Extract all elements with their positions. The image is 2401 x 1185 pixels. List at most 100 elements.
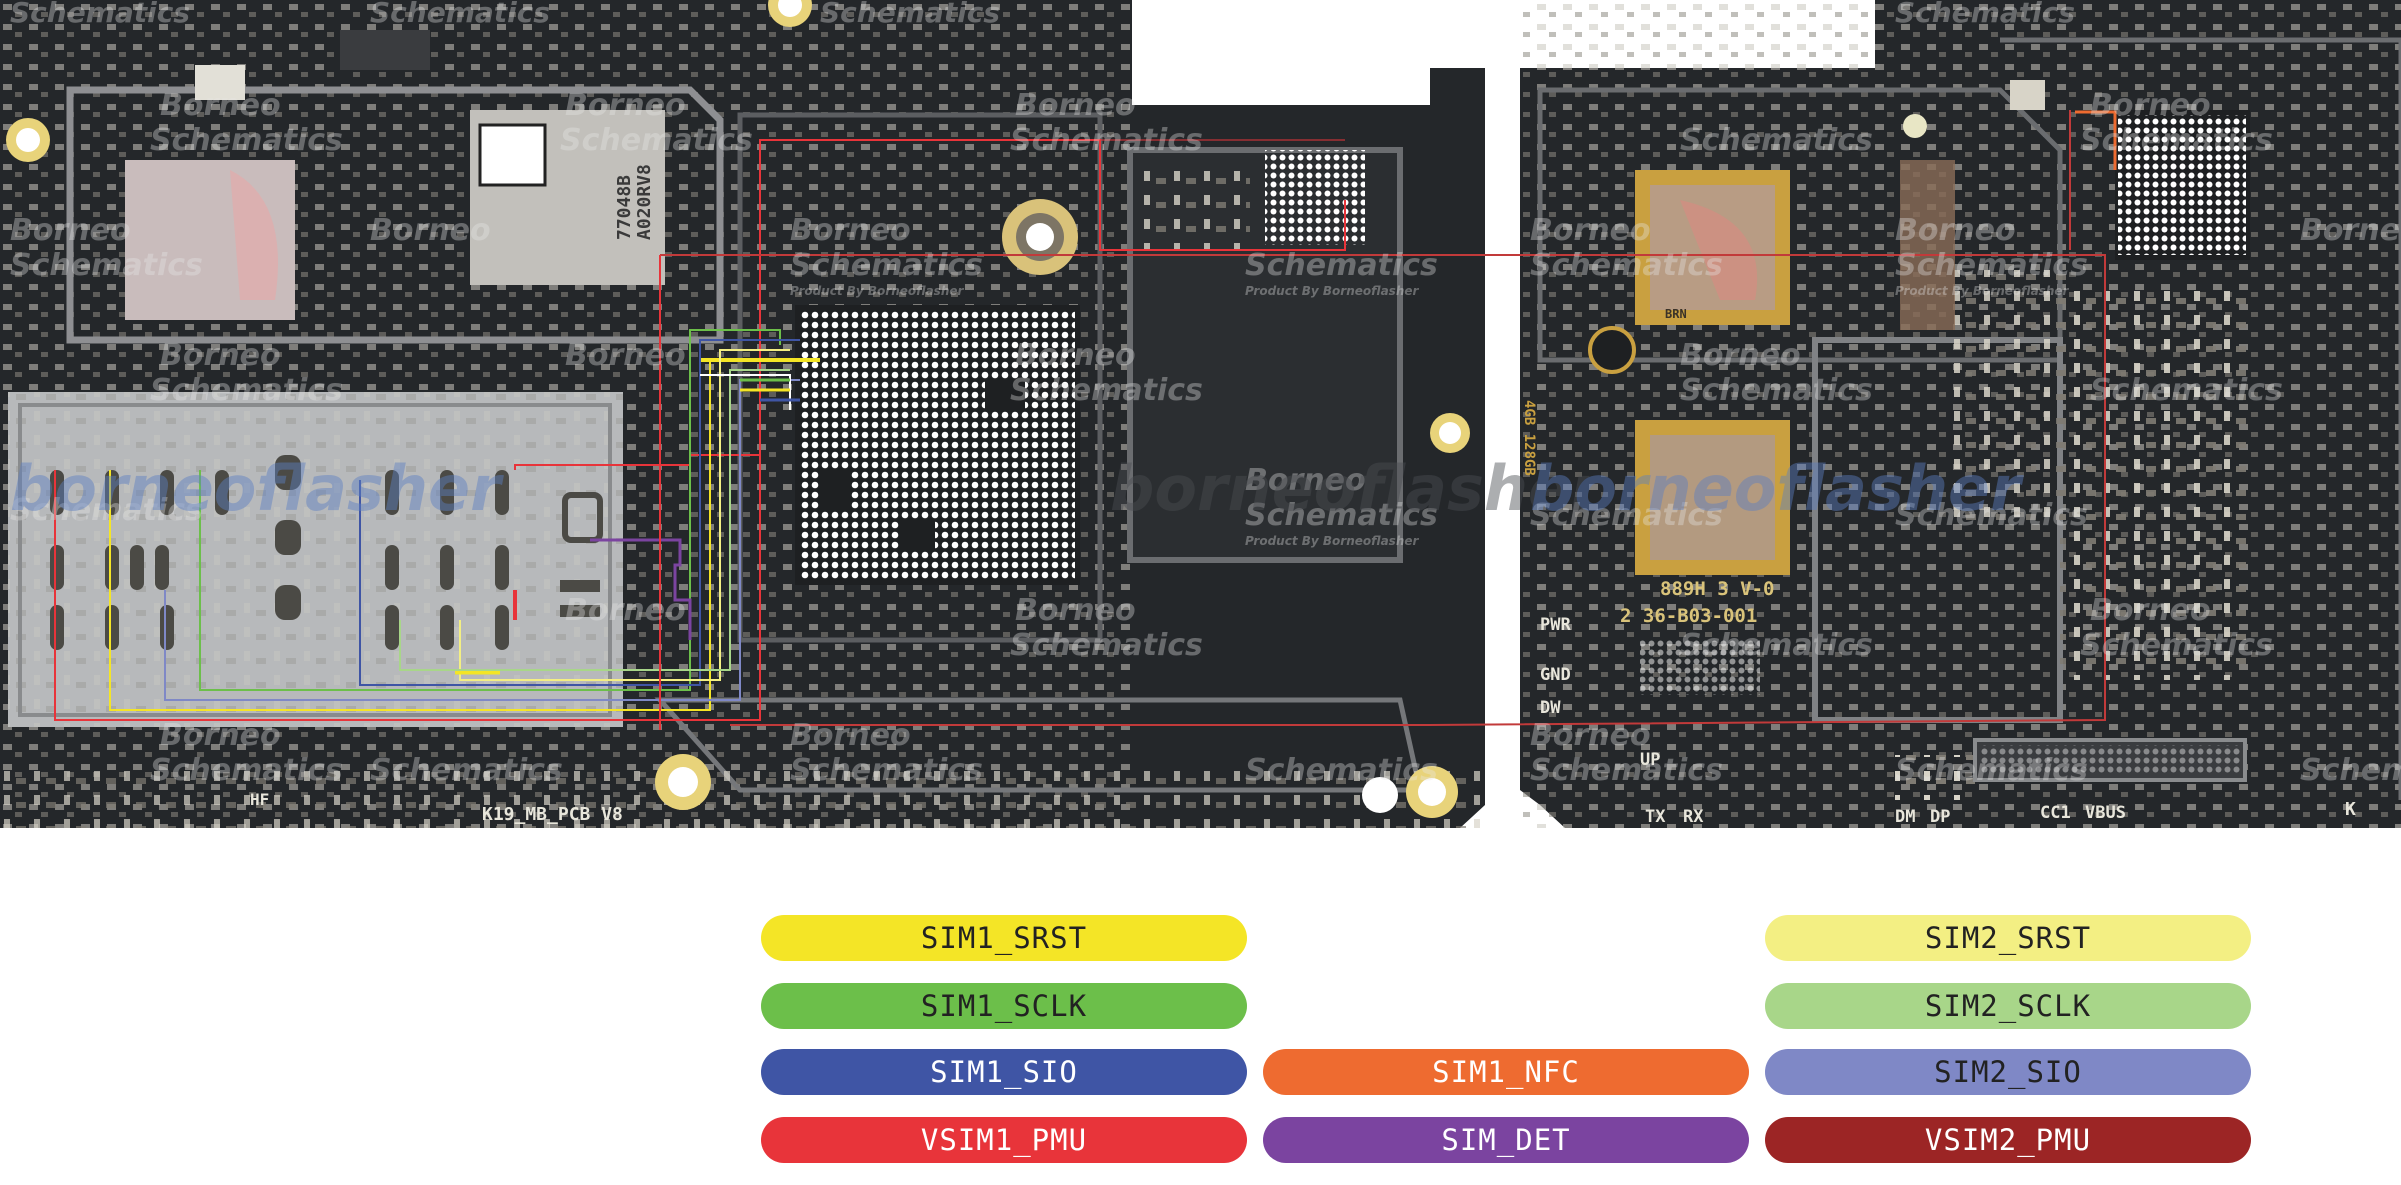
legend-sim2-srst: SIM2_SRST bbox=[1765, 915, 2251, 961]
soc-bga-chip bbox=[795, 305, 1080, 585]
svg-text:Schematics: Schematics bbox=[10, 493, 203, 528]
svg-text:Schematics: Schematics bbox=[150, 753, 343, 788]
svg-text:CC1: CC1 bbox=[2040, 803, 2071, 823]
svg-text:Borneo: Borneo bbox=[565, 593, 686, 628]
trace-vsim2-pmu bbox=[660, 254, 2106, 726]
svg-text:Schematics: Schematics bbox=[1010, 373, 1203, 408]
pcb-board-image: 77048B A020RV8 bbox=[0, 0, 2401, 828]
svg-text:77048B: 77048B bbox=[614, 175, 635, 240]
svg-text:Schematics: Schematics bbox=[1895, 498, 2088, 533]
legend-label: SIM2_SIO bbox=[1934, 1055, 2082, 1089]
svg-text:Schematics: Schematics bbox=[1895, 0, 2075, 29]
watermark-big: borneoflasher borneoflasher borneoflashe… bbox=[10, 452, 2024, 525]
svg-text:Schematics: Schematics bbox=[1245, 753, 1438, 788]
svg-text:Schematics: Schematics bbox=[1245, 248, 1438, 283]
svg-text:Schematics: Schematics bbox=[370, 0, 550, 29]
svg-text:Schematics: Schematics bbox=[1010, 123, 1203, 158]
legend-sim1-sio: SIM1_SIO bbox=[761, 1049, 1247, 1095]
svg-text:Schematics: Schematics bbox=[1530, 248, 1723, 283]
legend-sim1-nfc: SIM1_NFC bbox=[1263, 1049, 1749, 1095]
svg-text:Product By Borneoflasher: Product By Borneoflasher bbox=[790, 284, 964, 298]
legend-label: VSIM1_PMU bbox=[920, 1123, 1088, 1157]
legend-sim2-sclk: SIM2_SCLK bbox=[1765, 983, 2251, 1029]
legend-sim2-sio: SIM2_SIO bbox=[1765, 1049, 2251, 1095]
legend-vsim1-pmu: VSIM1_PMU bbox=[761, 1117, 1247, 1163]
svg-text:DM: DM bbox=[1895, 807, 1915, 827]
svg-text:Borneo: Borneo bbox=[1530, 213, 1651, 248]
svg-text:Schematics: Schematics bbox=[10, 0, 190, 29]
svg-text:Borneo: Borneo bbox=[1245, 463, 1366, 498]
svg-text:Product By Borneoflasher: Product By Borneoflasher bbox=[1245, 534, 1419, 548]
svg-text:Schematics: Schematics bbox=[1010, 628, 1203, 663]
svg-text:PWR: PWR bbox=[1540, 615, 1571, 635]
svg-text:Schematics: Schematics bbox=[150, 373, 343, 408]
legend-label: VSIM2_PMU bbox=[1924, 1123, 2092, 1157]
right-bga-chip bbox=[2115, 110, 2250, 260]
svg-text:Schematics: Schematics bbox=[1680, 373, 1873, 408]
svg-text:Borneo: Borneo bbox=[370, 213, 491, 248]
svg-text:borneoflasher: borneoflasher bbox=[1110, 452, 1604, 525]
svg-text:borneoflasher: borneoflasher bbox=[10, 452, 504, 525]
sim-card-tray bbox=[8, 392, 623, 727]
svg-text:Borneo: Borneo bbox=[160, 338, 281, 373]
svg-text:Borneo: Borneo bbox=[565, 338, 686, 373]
svg-text:2 36-B03-001: 2 36-B03-001 bbox=[1620, 605, 1757, 627]
svg-text:HF: HF bbox=[250, 790, 269, 809]
svg-text:Schematics: Schematics bbox=[2080, 628, 2273, 663]
svg-text:Product By Borneoflasher: Product By Borneoflasher bbox=[1245, 284, 1419, 298]
legend-sim1-srst: SIM1_SRST bbox=[761, 915, 1247, 961]
svg-text:Borneo: Borneo bbox=[1530, 718, 1651, 753]
legend-label: SIM1_SRST bbox=[920, 921, 1088, 955]
svg-text:DP: DP bbox=[1930, 807, 1950, 827]
svg-text:A020RV8: A020RV8 bbox=[634, 164, 655, 240]
svg-text:Schematics: Schematics bbox=[2090, 373, 2283, 408]
legend-sim1-sclk: SIM1_SCLK bbox=[761, 983, 1247, 1029]
svg-text:RX: RX bbox=[1683, 807, 1704, 827]
svg-text:Schematics: Schematics bbox=[1680, 123, 1873, 158]
svg-text:BRN: BRN bbox=[1665, 307, 1687, 321]
svg-text:UP: UP bbox=[1640, 750, 1660, 770]
svg-text:K: K bbox=[2345, 799, 2356, 820]
svg-text:Borneo: Borneo bbox=[1015, 338, 1136, 373]
svg-text:Schematics: Schematics bbox=[790, 753, 983, 788]
svg-text:Schematics: Schematics bbox=[1245, 498, 1438, 533]
trace-sim1-nfc bbox=[2075, 110, 2117, 170]
svg-text:Schematics: Schematics bbox=[1530, 498, 1723, 533]
svg-text:Borneo: Borneo bbox=[1680, 338, 1801, 373]
trace-sim2-srst bbox=[459, 349, 790, 681]
trace-sim1-sclk bbox=[199, 329, 781, 691]
svg-text:Borneo: Borneo bbox=[790, 718, 911, 753]
svg-text:Borneo: Borneo bbox=[1015, 88, 1136, 123]
svg-text:Schematics: Schematics bbox=[1895, 753, 2088, 788]
svg-text:Borneo: Borneo bbox=[565, 88, 686, 123]
legend-label: SIM2_SRST bbox=[1924, 921, 2092, 955]
legend-label: SIM2_SCLK bbox=[1924, 989, 2092, 1023]
legend-label: SIM_DET bbox=[1441, 1123, 1571, 1157]
svg-text:Schematics: Schematics bbox=[1895, 248, 2088, 283]
pmic-bga-chip bbox=[1265, 150, 1365, 245]
svg-text:Borneo: Borneo bbox=[1015, 593, 1136, 628]
trace-sim1-sio bbox=[359, 339, 800, 686]
legend-sim-det: SIM_DET bbox=[1263, 1117, 1749, 1163]
svg-text:Product By Borneoflasher: Product By Borneoflasher bbox=[1895, 284, 2069, 298]
svg-text:Schematics: Schematics bbox=[560, 123, 753, 158]
svg-text:889H 3 V-0: 889H 3 V-0 bbox=[1660, 578, 1774, 600]
svg-text:Borneo: Borneo bbox=[2090, 88, 2211, 123]
svg-text:Schematics: Schematics bbox=[2300, 753, 2401, 788]
signal-traces bbox=[54, 110, 2117, 730]
svg-text:Borneo: Borneo bbox=[160, 88, 281, 123]
svg-text:Schematics: Schematics bbox=[790, 248, 983, 283]
svg-text:Borneo: Borneo bbox=[2300, 213, 2401, 248]
svg-text:Borneo: Borneo bbox=[160, 718, 281, 753]
legend-label: SIM1_SIO bbox=[930, 1055, 1078, 1089]
svg-text:Schematics: Schematics bbox=[2080, 123, 2273, 158]
svg-text:Borneo: Borneo bbox=[10, 213, 131, 248]
svg-text:TX: TX bbox=[1645, 807, 1666, 827]
trace-vsim1-pmu bbox=[54, 139, 1346, 721]
trace-sim-det bbox=[590, 538, 692, 640]
trace-sim2-sclk bbox=[399, 369, 790, 671]
legend-label: SIM1_NFC bbox=[1432, 1055, 1580, 1089]
svg-text:Schematics: Schematics bbox=[1530, 753, 1723, 788]
legend-label: SIM1_SCLK bbox=[920, 989, 1088, 1023]
